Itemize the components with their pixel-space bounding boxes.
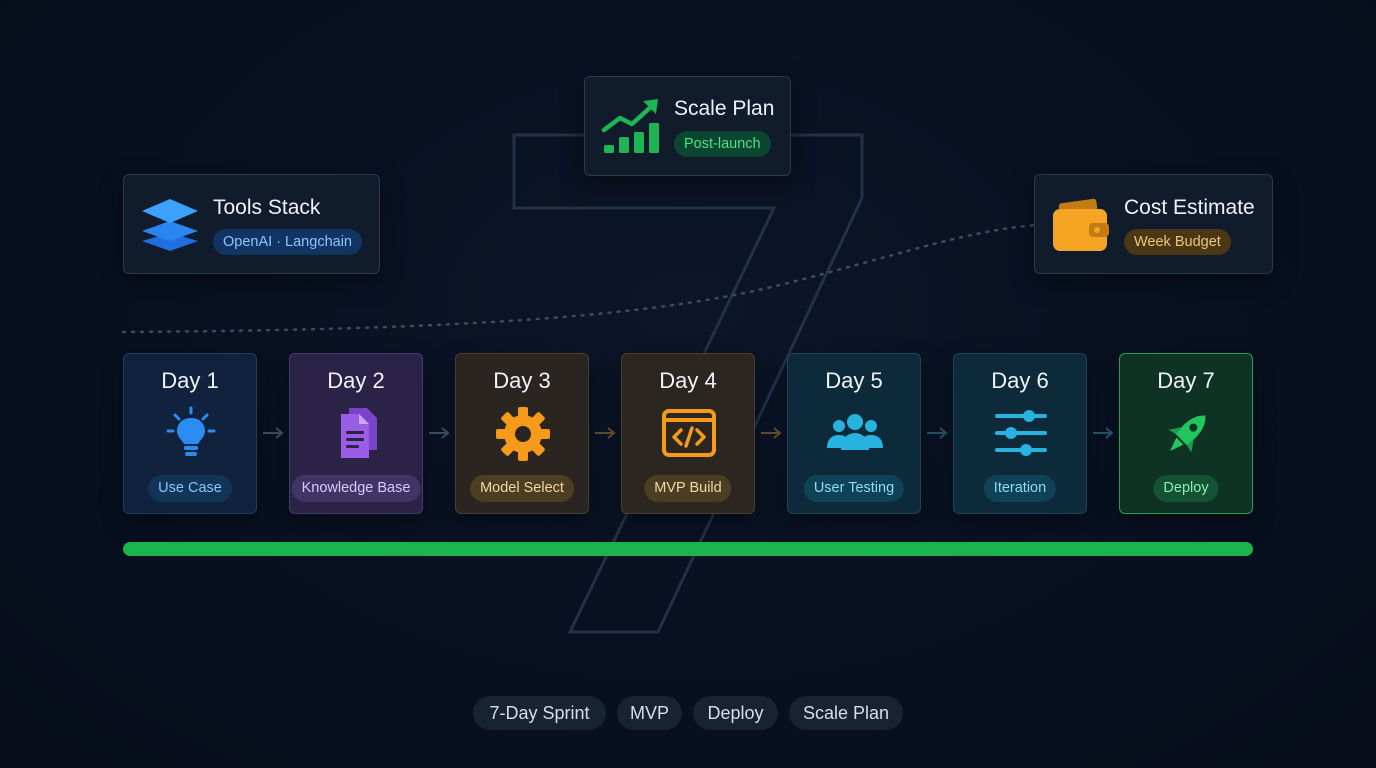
day-title: Day 4 — [659, 368, 717, 393]
scale-plan-card: Scale Plan Post-launch — [584, 76, 791, 176]
tools-stack-title: Tools Stack — [213, 196, 321, 219]
tag-scale-plan: Scale Plan — [789, 696, 903, 730]
cost-estimate-tag: Week Budget — [1124, 229, 1231, 255]
chart-growth-icon — [601, 99, 659, 153]
day-title: Day 3 — [493, 368, 551, 393]
tag-7-day-sprint: 7-Day Sprint — [473, 696, 606, 730]
users-icon — [827, 414, 883, 450]
cost-estimate-card: Cost Estimate Week Budget — [1034, 174, 1273, 274]
arrow-right-icon — [429, 427, 450, 439]
day-label: Model Select — [470, 475, 574, 502]
day-card-4: Day 4 MVP Build — [621, 353, 755, 514]
wallet-icon — [1053, 198, 1109, 251]
day-label: Knowledge Base — [291, 475, 421, 502]
day-label: Use Case — [148, 475, 232, 502]
arrow-right-icon — [1093, 427, 1114, 439]
day-card-3: Day 3 Model Select — [455, 353, 589, 514]
arrow-right-icon — [595, 427, 616, 439]
tag-mvp: MVP — [617, 696, 682, 730]
day-label: User Testing — [803, 475, 905, 502]
day-card-6: Day 6 Iteration — [953, 353, 1087, 514]
documents-icon — [341, 408, 377, 458]
arrow-right-icon — [263, 427, 284, 439]
day-title: Day 1 — [161, 368, 219, 393]
scale-plan-title: Scale Plan — [674, 97, 775, 120]
code-icon — [662, 409, 716, 457]
day-title: Day 6 — [991, 368, 1049, 393]
cost-estimate-title: Cost Estimate — [1124, 196, 1255, 219]
dotted-connector — [121, 223, 1038, 334]
day-card-5: Day 5 User Testing — [787, 353, 921, 514]
tools-stack-card: Tools Stack OpenAI · Langchain — [123, 174, 380, 274]
tools-stack-tag: OpenAI · Langchain — [213, 229, 362, 255]
arrow-right-icon — [927, 427, 948, 439]
tag-deploy: Deploy — [693, 696, 778, 730]
day-title: Day 2 — [327, 368, 385, 393]
day-card-7: Day 7 Deploy — [1119, 353, 1253, 514]
layers-icon — [142, 199, 198, 251]
day-card-2: Day 2 Knowledge Base — [289, 353, 423, 514]
arrow-right-icon — [761, 427, 782, 439]
lightbulb-icon — [166, 406, 216, 456]
seven-outline — [512, 133, 864, 634]
day-title: Day 7 — [1157, 368, 1215, 393]
gear-icon — [496, 407, 550, 461]
day-title: Day 5 — [825, 368, 883, 393]
day-label: Deploy — [1153, 475, 1219, 502]
progress-bar — [123, 542, 1253, 556]
day-card-1: Day 1 Use Case — [123, 353, 257, 514]
sliders-icon — [995, 410, 1047, 456]
scale-plan-tag: Post-launch — [674, 131, 771, 157]
rocket-icon — [1168, 415, 1206, 453]
day-label: MVP Build — [644, 475, 732, 502]
day-label: Iteration — [983, 475, 1057, 502]
